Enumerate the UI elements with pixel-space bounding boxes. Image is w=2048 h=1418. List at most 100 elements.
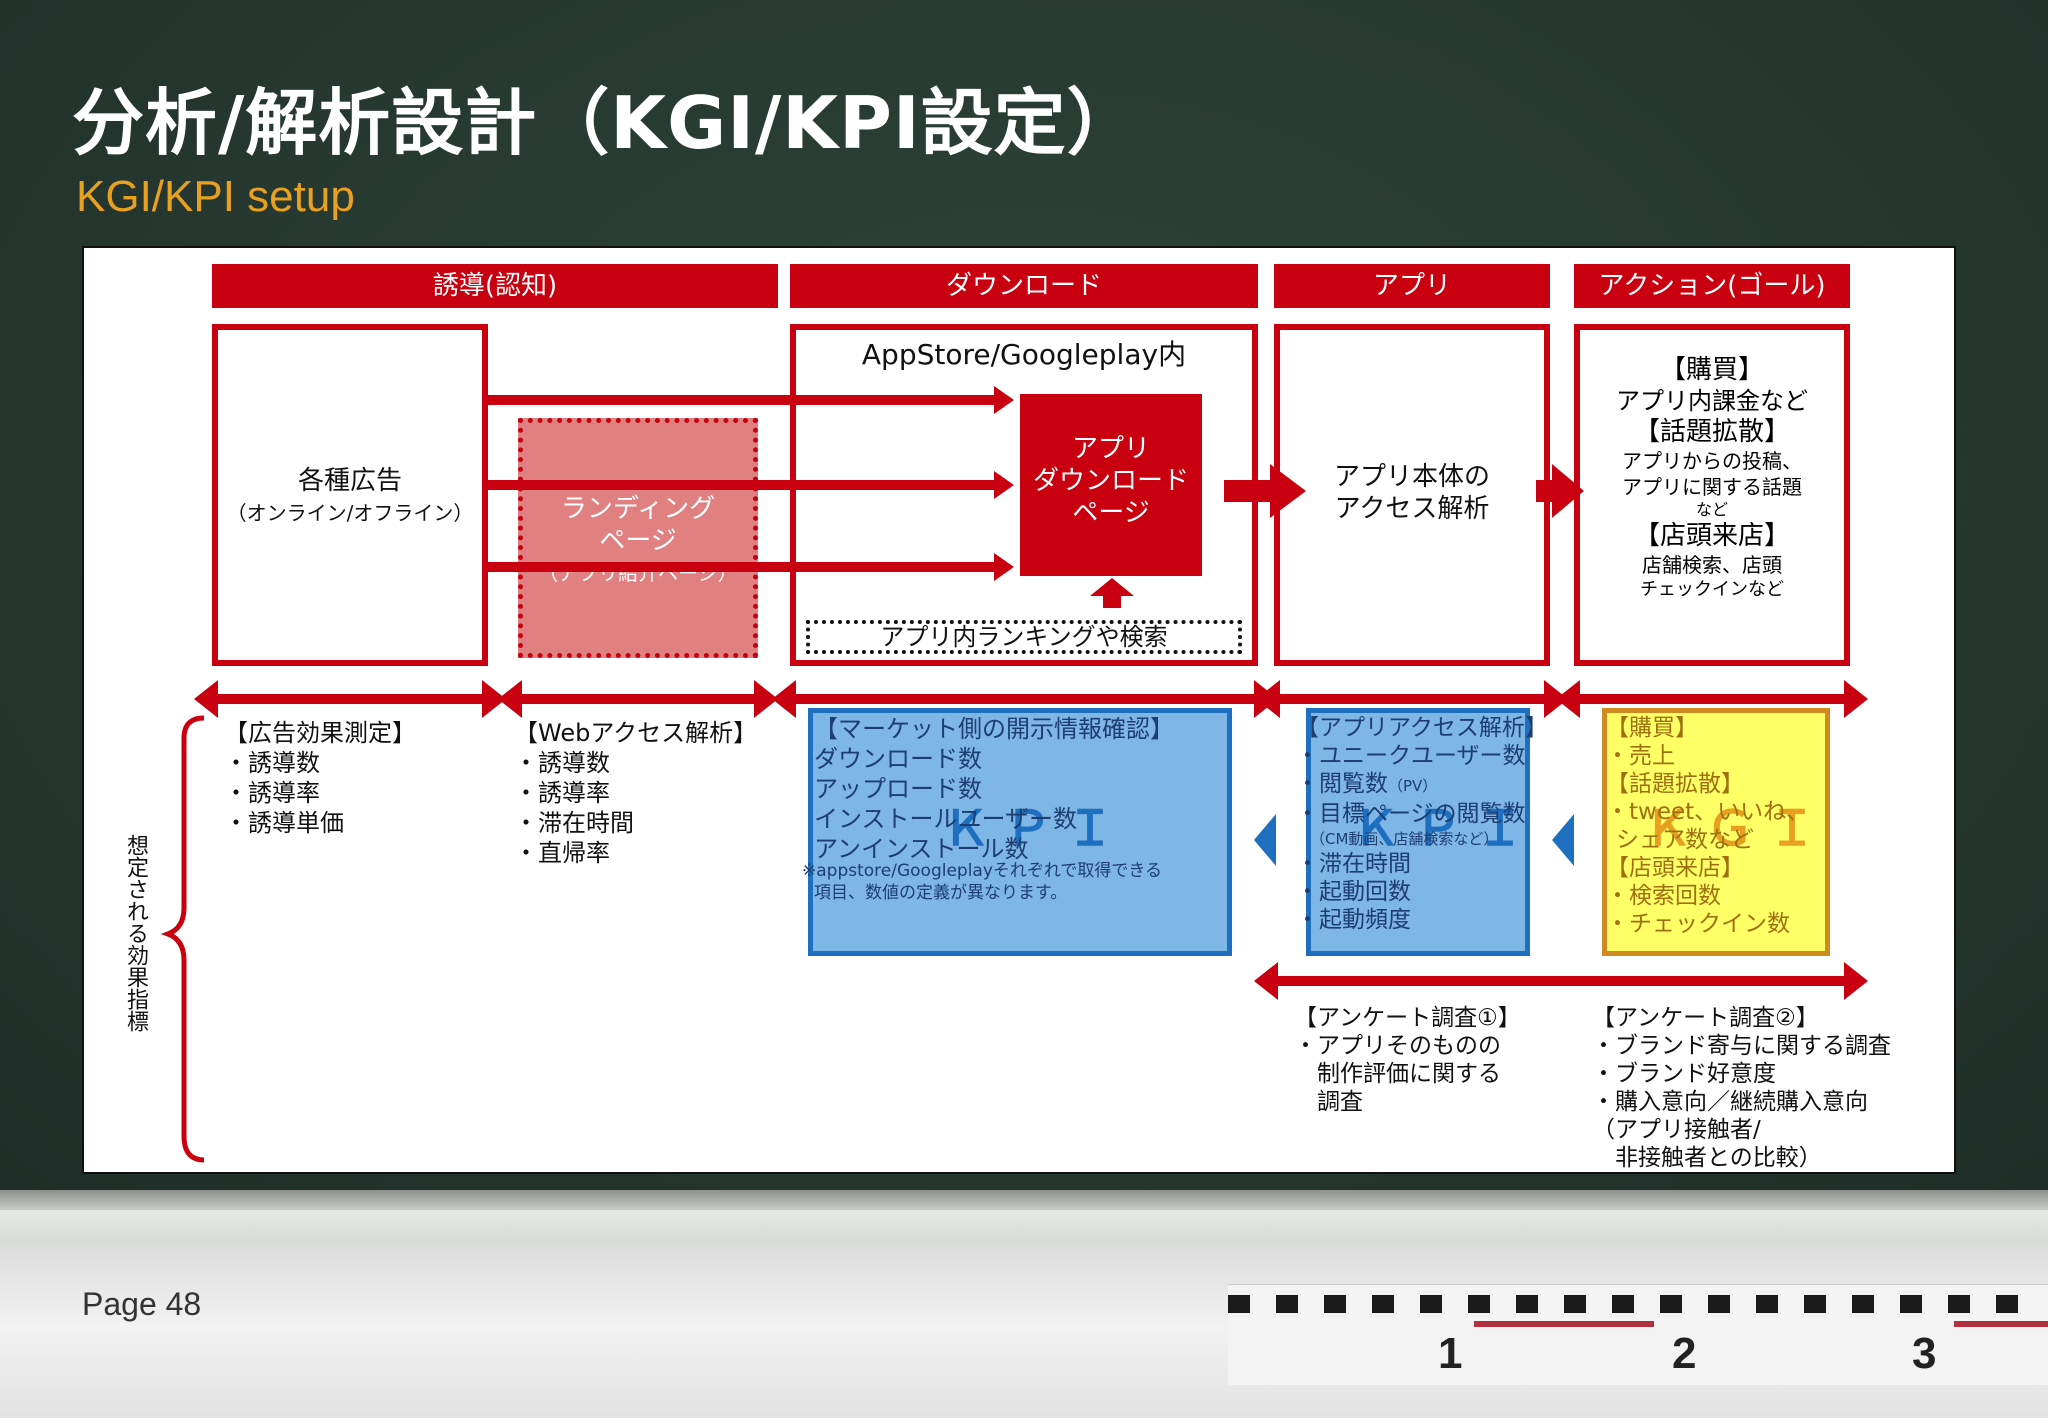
ranking-label: アプリ内ランキングや検索: [880, 623, 1168, 651]
goal-metric-heading-1: 【購買】: [1606, 715, 1698, 741]
landing-subtitle: （アプリ紹介ページ）: [538, 561, 738, 585]
ads-box: [212, 324, 488, 666]
app-metrics: 【アプリアクセス解析】 ・ユニークユーザー数 ・閲覧数（PV） ・目標ページの閲…: [1296, 714, 1548, 934]
survey-1-line-2: 制作評価に関する: [1294, 1061, 1501, 1087]
ruler-tick: [1516, 1295, 1538, 1313]
app-metric-3-note: （CM動画、店舗検索など）: [1310, 830, 1499, 848]
market-kpi-box: [808, 708, 1232, 956]
survey-1-heading: 【アンケート調査①】: [1294, 1005, 1521, 1031]
goal-metric-2: ・tweet、いいね、: [1606, 799, 1810, 825]
goal-kgi-box: [1602, 708, 1830, 956]
goal-metric-heading-3: 【店頭来店】: [1606, 855, 1744, 881]
app-metric-3: ・目標ページの閲覧数: [1296, 801, 1526, 827]
market-note-2: 項目、数値の定義が異なります。: [814, 883, 1068, 903]
web-metric-1: ・誘導数: [514, 749, 610, 777]
web-metric-3: ・滞在時間: [514, 809, 634, 837]
goal-buzz-desc-3: など: [1695, 500, 1728, 519]
goal-buzz-desc-2: アプリに関する話題: [1622, 475, 1802, 499]
ruler-tick: [1324, 1295, 1346, 1313]
app-metric-2: ・閲覧数: [1296, 771, 1388, 797]
goal-visit-desc-2: チェックインなど: [1640, 579, 1784, 600]
header-action: アクション(ゴール): [1574, 264, 1850, 308]
survey-1: 【アンケート調査①】 ・アプリそのものの 制作評価に関する 調査: [1294, 1004, 1521, 1116]
side-label: 想定される効果指標: [123, 834, 148, 1032]
market-metric-heading: 【マーケット側の開示情報確認】: [814, 715, 1174, 743]
kgi-label: ＫＧＩ: [1644, 801, 1831, 857]
ruler-tick: [1564, 1295, 1586, 1313]
app-metric-1: ・ユニークユーザー数: [1296, 743, 1526, 769]
ads-subtitle: （オンライン/オフライン）: [226, 501, 474, 525]
app-metric-5: ・起動回数: [1296, 879, 1411, 905]
ads-metric-heading: 【広告効果測定】: [224, 719, 416, 747]
goal-visit-desc-1: 店舗検索、店頭: [1642, 553, 1782, 577]
market-metric-1: ダウンロード数: [814, 745, 982, 773]
survey-2-line-5: 非接触者との比較）: [1592, 1145, 1822, 1171]
ruler-tick: [1948, 1295, 1970, 1313]
kpi-label-app: ＫＰＩ: [1352, 801, 1539, 857]
survey-1-line-1: ・アプリそのものの: [1294, 1033, 1501, 1059]
survey-2-line-3: ・購入意向／継続購入意向: [1592, 1089, 1868, 1115]
ads-metric-2: ・誘導率: [224, 779, 320, 807]
goal-metric-2-cont: シェア数など: [1616, 827, 1754, 853]
download-page-box: [1020, 394, 1202, 576]
goal-purchase-desc: アプリ内課金など: [1616, 387, 1808, 415]
download-page-line-3: ページ: [1072, 498, 1150, 528]
ads-title: 各種広告: [297, 466, 402, 496]
ruler-tick: [1228, 1295, 1250, 1313]
page-number: Page 48: [82, 1286, 202, 1322]
goal-metrics: 【購買】 ・売上 【話題拡散】 ・tweet、いいね、 シェア数など 【店頭来店…: [1606, 714, 1809, 938]
landing-title-2: ページ: [599, 526, 677, 556]
ruler-tick: [1372, 1295, 1394, 1313]
ruler-tick: [1420, 1295, 1442, 1313]
ranking-box: [806, 620, 1242, 654]
survey-2-line-2: ・ブランド好意度: [1592, 1061, 1776, 1087]
survey-2: 【アンケート調査②】 ・ブランド寄与に関する調査 ・ブランド好意度 ・購入意向／…: [1592, 1004, 1891, 1172]
app-line-2: アクセス解析: [1334, 494, 1490, 524]
market-metric-2: アップロード数: [814, 775, 982, 803]
ruler-red-line: [1474, 1321, 1654, 1327]
app-metric-4: ・滞在時間: [1296, 851, 1411, 877]
ruler-tick: [1756, 1295, 1778, 1313]
ruler-tick: [1612, 1295, 1634, 1313]
market-metrics: 【マーケット側の開示情報確認】 ダウンロード数 アップロード数 インストールユー…: [814, 714, 1174, 864]
web-metric-2: ・誘導率: [514, 779, 610, 807]
kpi-label-market: ＫＰＩ: [942, 801, 1129, 857]
ruler-tick: [1996, 1295, 2018, 1313]
ruler-tick: [1852, 1295, 1874, 1313]
ruler-tick: [1708, 1295, 1730, 1313]
goal-metric-4: ・チェックイン数: [1606, 911, 1790, 937]
app-metric-2-row: ・閲覧数（PV）: [1296, 770, 1548, 800]
goal-metric-1: ・売上: [1606, 743, 1675, 769]
ruler-tick: [1804, 1295, 1826, 1313]
survey-2-line-1: ・ブランド寄与に関する調査: [1592, 1033, 1891, 1059]
slide-title: 分析/解析設計（KGI/KPI設定）: [72, 81, 1140, 165]
ruler-tick: [1468, 1295, 1490, 1313]
ruler-number: 1: [1438, 1329, 1463, 1378]
ruler-number: 3: [1912, 1329, 1937, 1378]
store-label: AppStore/Googleplay内: [861, 338, 1187, 371]
ruler-tick: [1276, 1295, 1298, 1313]
market-metric-4: アンインストール数: [814, 835, 1029, 863]
landing-page-box: [518, 418, 758, 658]
slide-subtitle: KGI/KPI setup: [76, 172, 355, 221]
goal-metric-3: ・検索回数: [1606, 883, 1721, 909]
goal-text: 【購買】 アプリ内課金など 【話題拡散】 アプリからの投稿、 アプリに関する話題…: [1574, 354, 1850, 602]
header-induction: 誘導(認知): [212, 264, 778, 308]
app-metric-6: ・起動頻度: [1296, 907, 1411, 933]
header-download: ダウンロード: [790, 264, 1258, 308]
ruler-tick: [1900, 1295, 1922, 1313]
ruler-red-line: [1954, 1321, 2048, 1327]
app-line-1: アプリ本体の: [1333, 462, 1490, 492]
ads-metrics: 【広告効果測定】 ・誘導数 ・誘導率 ・誘導単価: [224, 718, 416, 838]
download-page-line-1: アプリ: [1071, 434, 1150, 464]
survey-2-heading: 【アンケート調査②】: [1592, 1005, 1819, 1031]
web-metric-heading: 【Webアクセス解析】: [514, 719, 758, 747]
survey-1-line-3: 調査: [1294, 1089, 1363, 1115]
ruler-tick: [1660, 1295, 1682, 1313]
market-note-1: ※appstore/Googleplayそれぞれで取得できる: [802, 861, 1163, 881]
ads-metric-3: ・誘導単価: [224, 809, 344, 837]
header-app: アプリ: [1274, 264, 1550, 308]
survey-2-line-4: （アプリ接触者/: [1592, 1117, 1761, 1143]
goal-visit-heading: 【店頭来店】: [1633, 521, 1790, 551]
web-metrics: 【Webアクセス解析】 ・誘導数 ・誘導率 ・滞在時間 ・直帰率: [514, 718, 757, 868]
